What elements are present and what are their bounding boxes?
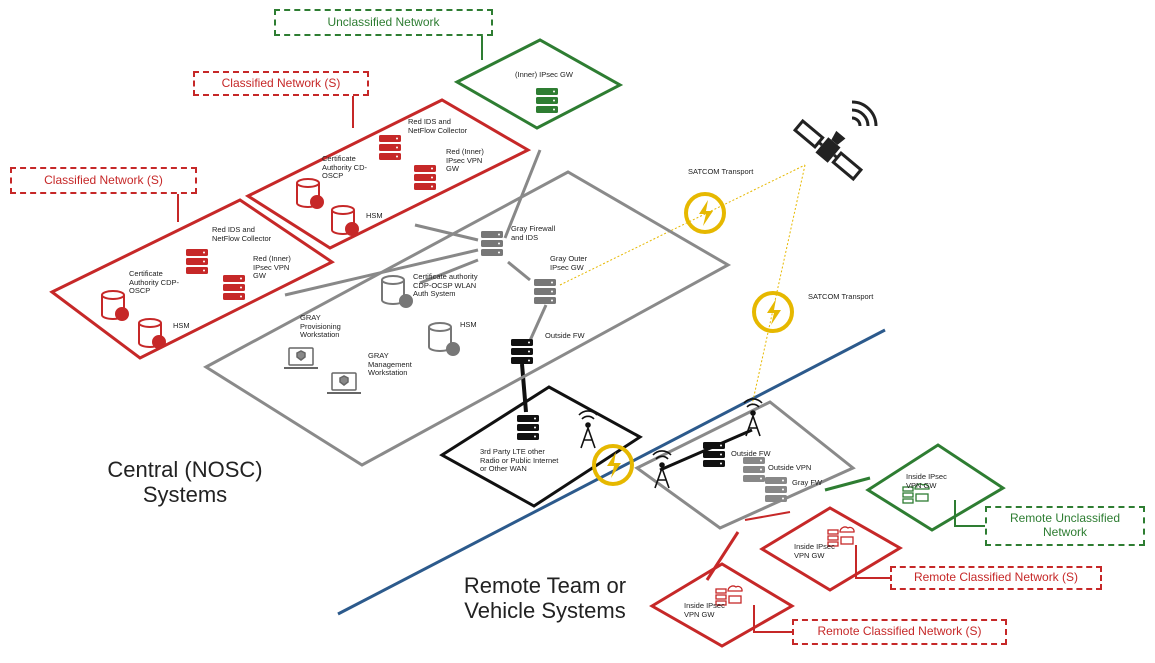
classified-network-lower-tag: Classified Network (S): [10, 167, 197, 194]
remote-outside-fw-label: Outside FW: [731, 449, 771, 458]
link-unclass-gray: [503, 149, 542, 239]
link-class-upper-gray: [414, 223, 479, 242]
region-divider: [337, 328, 886, 616]
link-satcom-1: [559, 164, 806, 286]
ca-lower-db: [101, 290, 129, 321]
hsm-upper-label: HSM: [366, 211, 383, 220]
gray-ca-db: [381, 275, 413, 308]
connector-remote-class-upper-tag: [855, 545, 890, 579]
ca-upper-label: Certificate Authority CD-OSCP: [322, 154, 368, 181]
inside-ipsec-red-upper-label: Inside IPsec VPN GW: [794, 542, 835, 560]
connector-remote-unclass-tag: [954, 500, 985, 527]
red-ids-upper-server: [379, 135, 401, 160]
red-ids-lower-label: Red IDS and NetFlow Collector: [212, 225, 272, 243]
outside-fw-server: [511, 339, 533, 364]
link-remote-red-lower: [705, 531, 740, 581]
classified-network-upper-tag: Classified Network (S): [193, 71, 369, 96]
remote-outside-vpn-label: Outside VPN: [768, 463, 812, 472]
remote-gray-fw-server: [765, 477, 787, 502]
classified-lower-zone: [49, 198, 335, 360]
inside-ipsec-red-lower-label: Inside IPsec VPN GW: [684, 601, 725, 619]
gray-provisioning-label: GRAY Provisioning Workstation: [300, 313, 341, 340]
third-party-label: 3rd Party LTE other Radio or Public Inte…: [480, 447, 559, 474]
ca-upper-db: [296, 178, 324, 209]
gray-outer-server: [534, 279, 556, 304]
gray-firewall-label: Gray Firewall and IDS: [511, 224, 556, 242]
red-ids-upper-label: Red IDS and NetFlow Collector: [408, 117, 468, 135]
management-laptop-icon: [327, 372, 361, 394]
inner-ipsec-gw-server: [536, 88, 558, 113]
unclassified-network-tag: Unclassified Network: [274, 9, 493, 36]
remote-gray-zone: [634, 400, 856, 530]
third-party-server: [517, 415, 539, 440]
link-firewall-outer: [507, 260, 531, 282]
gray-hsm-label: HSM: [460, 320, 477, 329]
satellite-signal-icon: [851, 100, 878, 127]
remote-red-upper-gw-icon: [827, 526, 855, 547]
connections: [177, 36, 985, 633]
antenna-central-icon: [578, 410, 598, 449]
unclassified-zone: [453, 38, 624, 130]
gray-hsm-db: [428, 322, 460, 356]
satcom-link-icon-1: [684, 192, 726, 234]
inner-ipsec-gw-label: (Inner) IPsec GW: [515, 70, 573, 79]
link-outer-outsidefw: [526, 304, 548, 346]
remote-unclassified-tag: Remote Unclassified Network: [985, 506, 1145, 546]
hsm-lower-label: HSM: [173, 321, 190, 330]
link-remote-radios: [659, 428, 753, 472]
radio-link-icon: [592, 444, 634, 486]
hsm-upper-db: [331, 205, 359, 236]
link-remote-red-upper: [744, 511, 791, 521]
remote-red-lower-gw-icon: [715, 585, 743, 606]
satcom-transport-label-2: SATCOM Transport: [808, 292, 874, 301]
gray-firewall-server: [481, 231, 503, 256]
gray-zone: [203, 170, 732, 467]
ca-lower-label: Certificate Authority CDP-OSCP: [129, 269, 180, 296]
remote-outside-vpn-server: [743, 457, 765, 482]
gray-outer-label: Gray Outer IPsec GW: [550, 254, 588, 272]
link-satcom-2: [751, 164, 806, 406]
link-outsidefw-3rdparty: [520, 363, 528, 413]
remote-classified-upper-tag: Remote Classified Network (S): [890, 566, 1102, 590]
remote-systems-caption: Remote Team or Vehicle Systems: [463, 573, 627, 624]
provisioning-laptop-icon: [284, 347, 318, 369]
connector-remote-class-lower-tag: [753, 605, 792, 633]
satellite-icon: [792, 118, 864, 182]
satcom-transport-label-1: SATCOM Transport: [688, 167, 754, 176]
satcom-link-icon-2: [752, 291, 794, 333]
remote-green-gw-icon: [902, 483, 930, 504]
central-systems-caption: Central (NOSC) Systems: [107, 457, 263, 508]
remote-red-lower-zone: [649, 562, 795, 648]
red-inner-lower-label: Red (Inner) IPsec VPN GW: [253, 254, 291, 281]
antenna-remote-right-icon: [743, 398, 763, 437]
red-inner-upper-label: Red (Inner) IPsec VPN GW: [446, 147, 484, 174]
red-inner-lower-server: [223, 275, 245, 300]
hsm-lower-db: [138, 318, 166, 349]
third-party-zone: [439, 385, 643, 508]
outside-fw-label: Outside FW: [545, 331, 585, 340]
remote-outside-fw-server: [703, 442, 725, 467]
remote-red-upper-zone: [759, 506, 903, 592]
antenna-remote-left-icon: [652, 450, 672, 489]
link-firewall-ca: [419, 258, 479, 285]
remote-gray-fw-label: Gray FW: [792, 478, 822, 487]
link-remote-green: [824, 476, 871, 492]
red-ids-lower-server: [186, 249, 208, 274]
remote-classified-lower-tag: Remote Classified Network (S): [792, 619, 1007, 645]
gray-ca-label: Certificate authority CDP-OCSP WLAN Auth…: [413, 272, 478, 299]
gray-management-label: GRAY Management Workstation: [368, 351, 412, 378]
red-inner-upper-server: [414, 165, 436, 190]
classified-upper-zone: [244, 98, 532, 250]
remote-green-zone: [865, 443, 1006, 532]
inside-ipsec-green-label: Inside IPsec VPN GW: [906, 472, 947, 490]
